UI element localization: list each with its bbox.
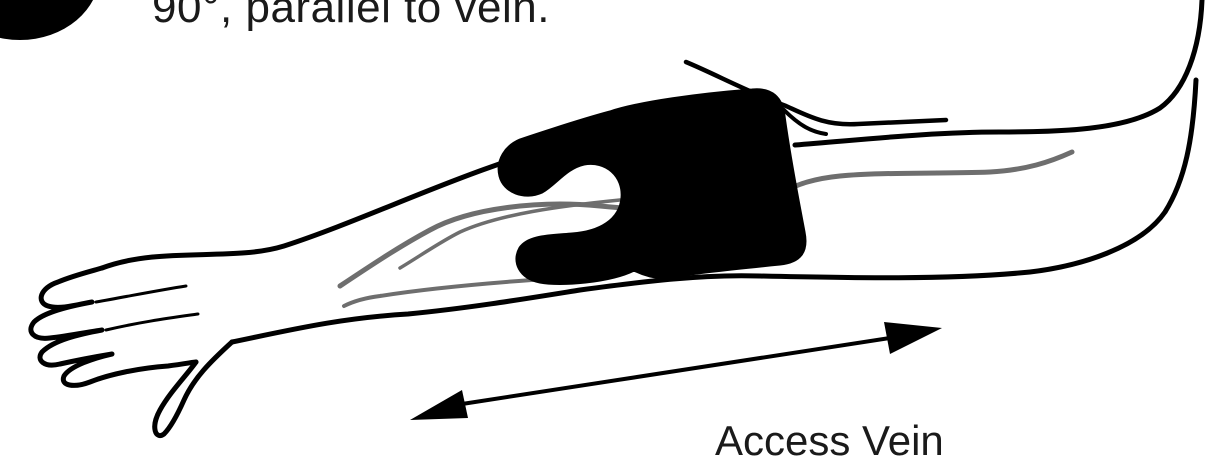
measurement-arrowhead-left <box>410 390 468 420</box>
measurement-arrowhead-right <box>884 322 942 354</box>
hand-outline <box>31 268 196 385</box>
thumb-outline <box>155 342 232 436</box>
measurement-arrow-line <box>462 338 890 404</box>
access-vein-label: Access Vein <box>715 416 944 466</box>
vein-branch <box>344 278 560 306</box>
ultrasound-device <box>499 90 805 284</box>
knuckle-lines <box>96 286 198 330</box>
